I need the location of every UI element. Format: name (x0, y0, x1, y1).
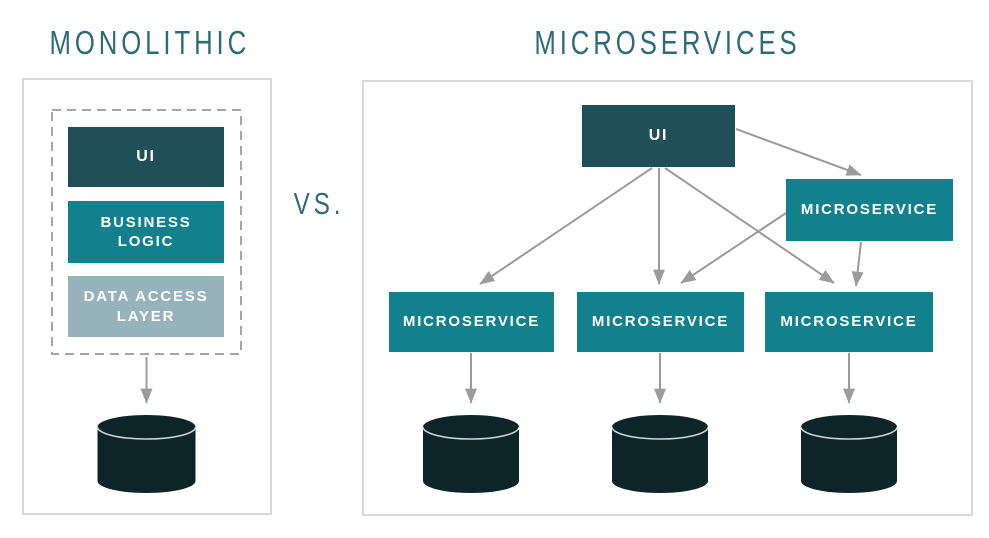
microservice-node-top-right: MICROSERVICE (786, 179, 953, 241)
microservices-title: MICROSERVICES (534, 24, 801, 61)
monolithic-title: MONOLITHIC (49, 24, 251, 61)
monolith-business-logic-layer: BUSINESS LOGIC (68, 201, 224, 263)
vs-label: VS. (293, 186, 345, 221)
microservices-ui-node: UI (582, 105, 735, 167)
microservice-node-bottom-right: MICROSERVICE (765, 292, 933, 352)
monolith-data-access-layer: DATA ACCESS LAYER (68, 276, 224, 337)
microservice-node-middle: MICROSERVICE (577, 292, 744, 352)
microservice-node-left: MICROSERVICE (389, 292, 554, 352)
monolith-ui-layer: UI (68, 127, 224, 187)
